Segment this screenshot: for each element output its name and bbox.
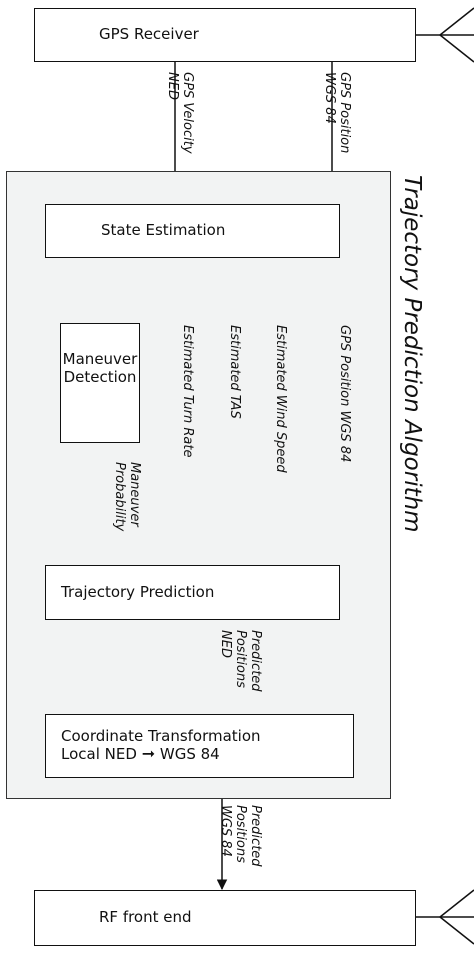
gps-receiver-box: GPS Receiver	[34, 8, 416, 62]
predicted-wgs-line2: Positions	[233, 805, 248, 863]
predicted-ned-line1: Predicted	[248, 630, 263, 692]
antenna-icon	[416, 889, 474, 945]
gps-position-line1: GPS Position	[337, 72, 352, 154]
estimated-wind-speed-label: Estimated Wind Speed	[273, 325, 288, 473]
coord-line2: Local NED ➞ WGS 84	[61, 744, 261, 764]
coord-to-label: WGS 84	[159, 745, 220, 763]
gps-velocity-line2: NED	[165, 72, 180, 100]
gps-position-wgs84-label: GPS Position WGS 84	[337, 325, 352, 463]
coord-from-label: Local NED	[61, 745, 137, 763]
trajectory-prediction-box: Trajectory Prediction	[45, 565, 340, 620]
maneuver-detection-line1: Maneuver	[62, 350, 138, 368]
estimated-turn-rate-label: Estimated Turn Rate	[180, 325, 195, 458]
predicted-positions-wgs-label: Predicted Positions WGS 84	[218, 805, 263, 867]
predicted-wgs-line1: Predicted	[248, 805, 263, 867]
antenna-icon	[416, 7, 474, 63]
rf-front-end-label: RF front end	[99, 908, 192, 926]
predicted-ned-line2: Positions	[233, 630, 248, 688]
maneuver-detection-line2: Detection	[63, 368, 137, 386]
predicted-wgs-line3: WGS 84	[218, 805, 233, 857]
maneuver-probability-line2: Probability	[112, 462, 127, 532]
trajectory-prediction-label: Trajectory Prediction	[61, 583, 215, 601]
right-arrow-icon: ➞	[141, 744, 156, 763]
trajectory-prediction-algorithm-panel	[6, 171, 391, 799]
maneuver-probability-line1: Maneuver	[127, 462, 142, 527]
coord-line1: Coordinate Transformation	[61, 727, 261, 745]
estimated-tas-label: Estimated TAS	[227, 325, 242, 419]
maneuver-probability-label: Maneuver Probability	[112, 462, 142, 531]
coordinate-transformation-label: Coordinate Transformation Local NED ➞ WG…	[61, 727, 261, 763]
gps-position-line2: WGS 84	[322, 72, 337, 124]
state-estimation-box: State Estimation	[45, 204, 340, 258]
gps-velocity-label: GPS Velocity NED	[165, 72, 195, 154]
state-estimation-label: State Estimation	[101, 221, 226, 239]
gps-velocity-line1: GPS Velocity	[180, 72, 195, 154]
panel-title: Trajectory Prediction Algorithm	[399, 175, 425, 533]
gps-receiver-label: GPS Receiver	[99, 25, 199, 43]
predicted-ned-line3: NED	[218, 630, 233, 658]
coordinate-transformation-box: Coordinate Transformation Local NED ➞ WG…	[45, 714, 354, 778]
maneuver-detection-box: Maneuver Detection	[60, 323, 140, 443]
gps-position-label: GPS Position WGS 84	[322, 72, 352, 153]
maneuver-detection-label: Maneuver Detection	[61, 350, 139, 386]
predicted-positions-ned-label: Predicted Positions NED	[218, 630, 263, 692]
rf-front-end-box: RF front end	[34, 890, 416, 946]
